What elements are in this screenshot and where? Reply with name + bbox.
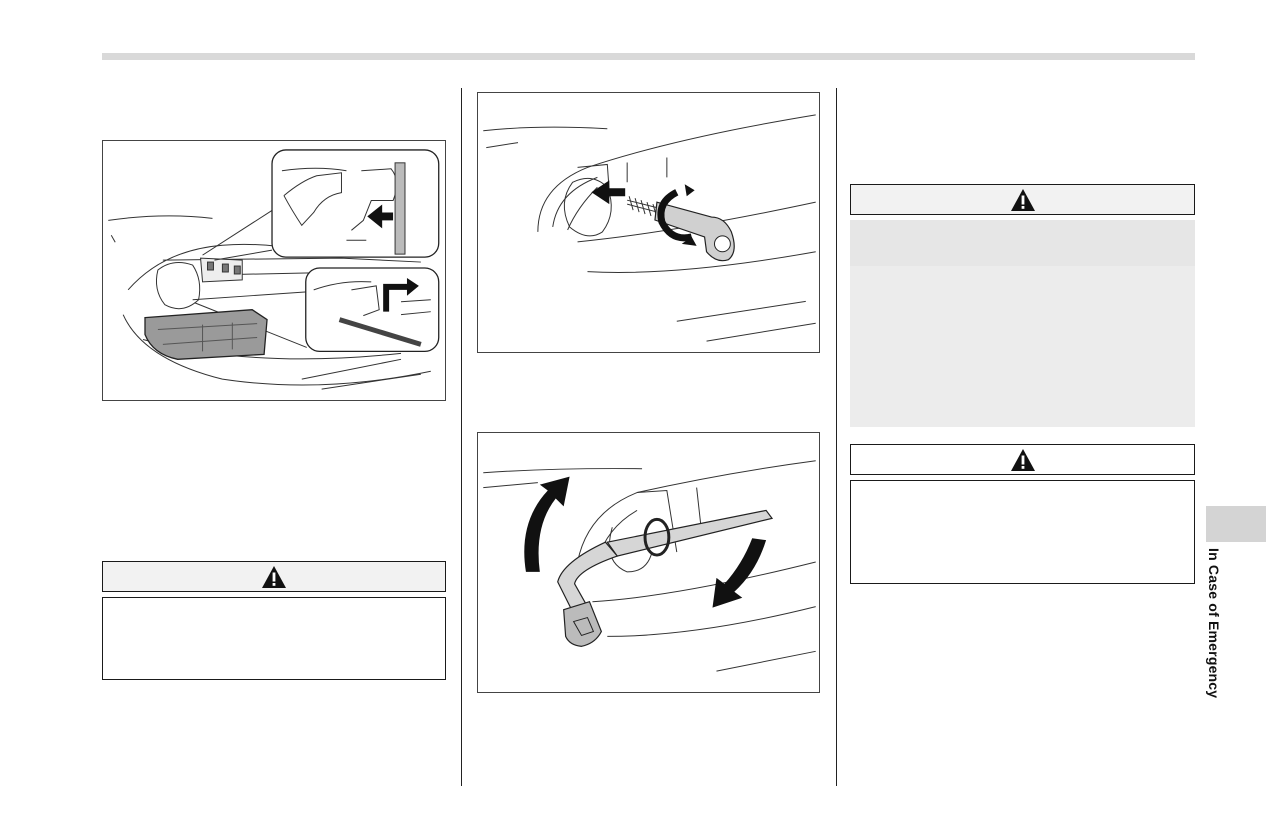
- warning-triangle-icon: [1010, 448, 1035, 471]
- warning-box-3: [850, 480, 1195, 584]
- header-rule: [102, 53, 1195, 60]
- tow-hook-illustration: [483, 114, 816, 342]
- wrench-tighten-illustration: [483, 460, 816, 672]
- warning-box-2-band: [850, 220, 1195, 266]
- figure-tow-hook-tighten: [477, 432, 820, 693]
- figure-lamp-removal: [102, 140, 446, 401]
- figure-tow-hook-install: [477, 92, 820, 353]
- section-tab-marker: [1206, 506, 1266, 542]
- warning-header-3: [850, 444, 1195, 475]
- section-tab-label: In Case of Emergency: [1206, 548, 1222, 699]
- lamp-removal-illustration: [108, 149, 440, 390]
- column-divider-left: [461, 88, 462, 786]
- warning-header-2: [850, 184, 1195, 215]
- warning-triangle-icon: [262, 565, 286, 588]
- warning-header-1: [102, 561, 446, 592]
- warning-box-1: [102, 597, 446, 680]
- warning-triangle-icon: [1010, 188, 1035, 211]
- warning-box-2: [850, 220, 1195, 427]
- column-divider-right: [836, 88, 837, 786]
